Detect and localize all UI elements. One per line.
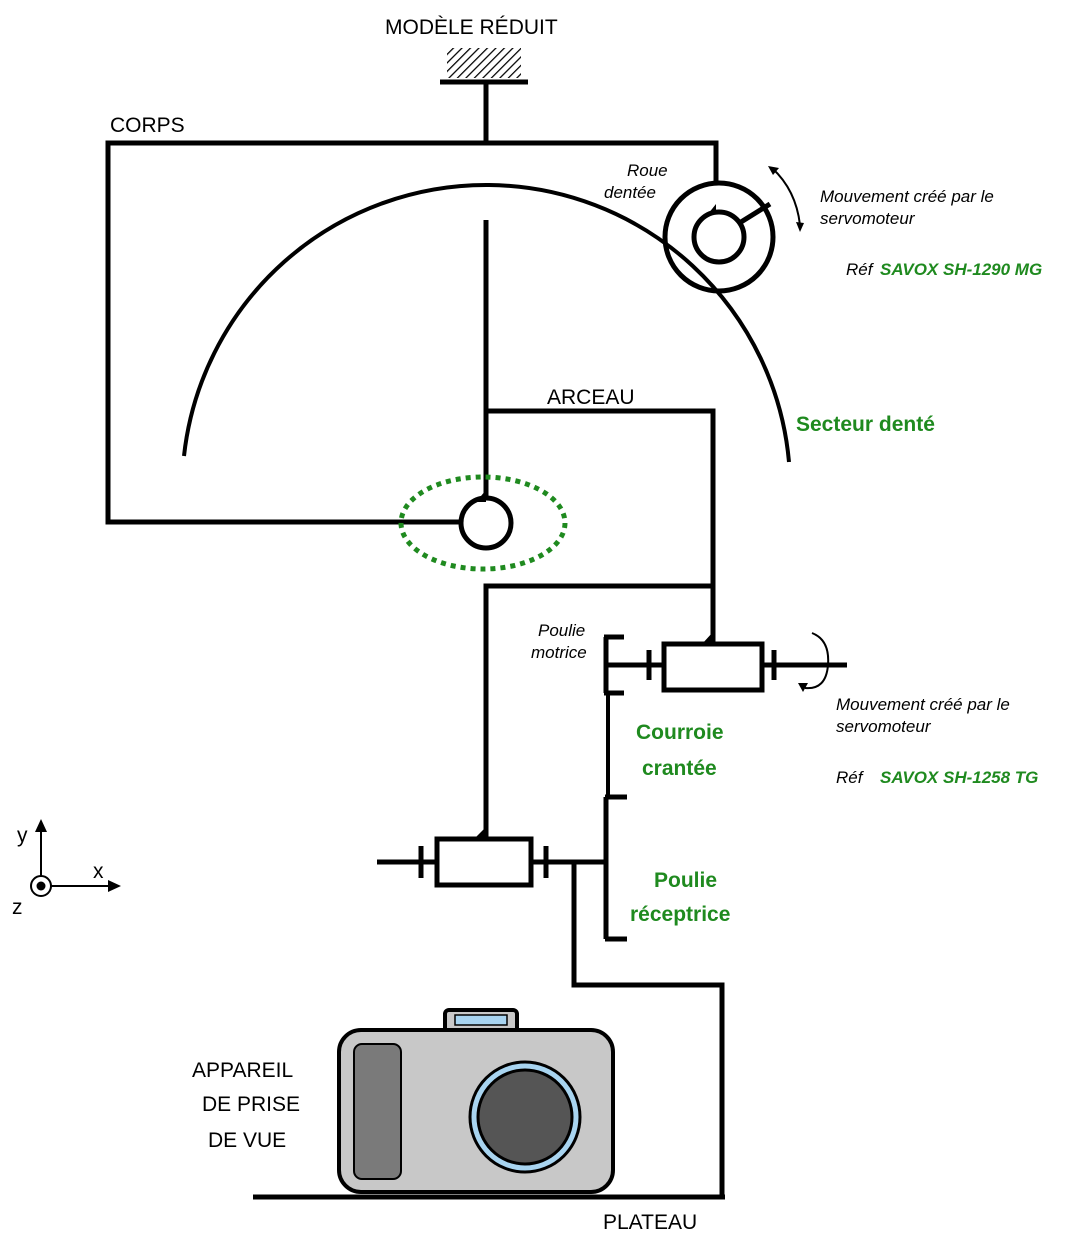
rotation-arrow-2-icon — [804, 632, 830, 690]
camera-shutter-highlight — [454, 1014, 508, 1026]
mouvement-2-line2: servomoteur — [836, 717, 932, 736]
plateau-label: PLATEAU — [603, 1211, 697, 1234]
roue-dentee-outer — [662, 180, 776, 294]
pivot-highlight — [398, 474, 568, 572]
modele-reduit-label: MODÈLE RÉDUIT — [385, 16, 558, 39]
z-axis-dot — [36, 881, 46, 891]
camera-bearing-weld — [474, 827, 486, 839]
secteur-dente-label: Secteur denté — [796, 413, 935, 436]
camera-grip — [353, 1043, 402, 1180]
ref-2-prefix: Réf — [836, 768, 865, 787]
secteur-dente-arc — [182, 183, 791, 463]
rotation-arrow-1-head-top — [768, 166, 779, 175]
ref-2-model: SAVOX SH-1258 TG — [880, 768, 1038, 787]
y-axis-arrow-icon — [35, 819, 47, 832]
rotation-arrow-1-head-bottom — [796, 222, 804, 232]
camera-lens — [476, 1068, 574, 1166]
appareil-label-3: DE VUE — [208, 1129, 286, 1152]
poulie-receptrice-label-2: réceptrice — [630, 903, 730, 926]
corps-label: CORPS — [110, 114, 185, 137]
roue-dentee-label-2: dentée — [604, 183, 656, 202]
pivot-joint — [458, 495, 514, 551]
roue-dentee-hub — [691, 209, 747, 265]
rotation-arrow-2-head — [798, 683, 808, 692]
corps-frame — [105, 140, 719, 525]
roue-dentee-spoke — [739, 201, 772, 225]
axis-y-label: y — [17, 824, 28, 847]
arceau-lower-frame — [483, 583, 713, 850]
camera-bearing — [434, 836, 534, 888]
arceau-frame — [486, 408, 716, 648]
courroie-label-1: Courroie — [636, 721, 724, 744]
ref-1-prefix: Réf — [846, 260, 875, 279]
roue-dentee-label-1: Roue — [627, 161, 668, 180]
arceau-label: ARCEAU — [547, 386, 635, 409]
modele-reduit-block — [447, 48, 521, 78]
poulie-receptrice-label-1: Poulie — [654, 869, 717, 892]
poulie-motrice-label-1: Poulie — [538, 621, 585, 640]
appareil-label-2: DE PRISE — [202, 1093, 300, 1116]
axis-x-label: x — [93, 860, 104, 883]
ref-1-model: SAVOX SH-1290 MG — [880, 260, 1042, 279]
rotation-arrow-1-icon — [771, 167, 801, 226]
motor-bearing — [661, 641, 765, 693]
plateau-bracket — [571, 862, 725, 1195]
axis-z-label: z — [12, 896, 23, 919]
poulie-motrice-label-2: motrice — [531, 643, 587, 662]
x-axis-arrow-icon — [108, 880, 121, 892]
motor-bearing-weld — [702, 632, 713, 644]
mouvement-2-line1: Mouvement créé par le — [836, 695, 1010, 714]
pivot-weld — [476, 490, 486, 502]
mouvement-1-line1: Mouvement créé par le — [820, 187, 994, 206]
roue-dentee-weld — [708, 204, 716, 214]
appareil-label-1: APPAREIL — [192, 1059, 293, 1082]
courroie-label-2: crantée — [642, 757, 717, 780]
mouvement-1-line2: servomoteur — [820, 209, 916, 228]
